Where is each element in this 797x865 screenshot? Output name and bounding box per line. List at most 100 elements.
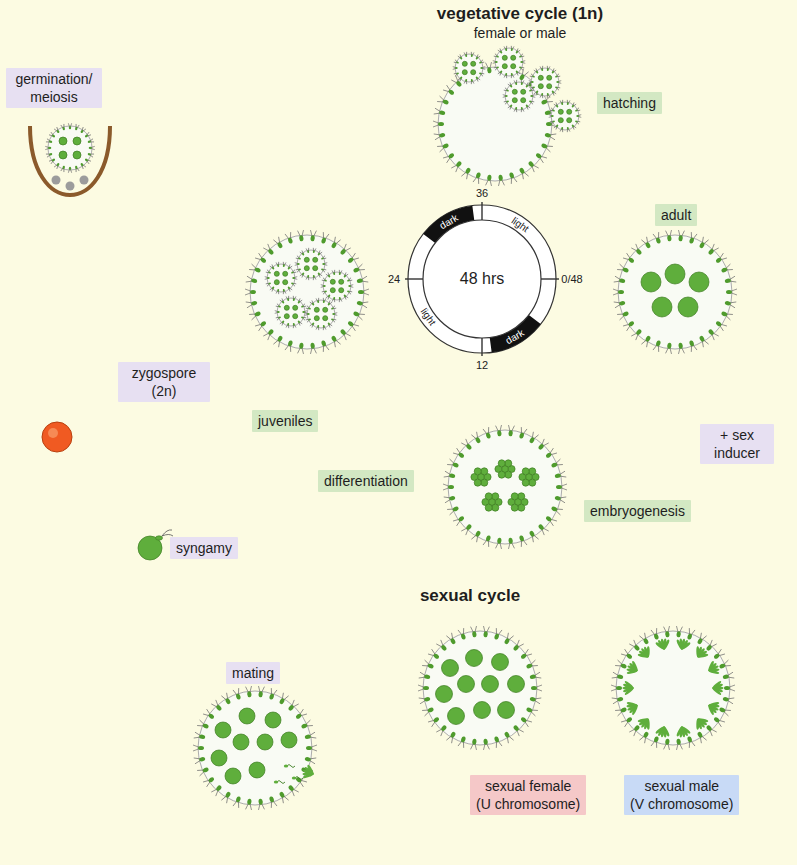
sperm-packet <box>635 644 655 663</box>
somatic-cell <box>320 232 329 244</box>
sperm-packet <box>624 659 642 678</box>
fertilized-egg <box>138 536 162 560</box>
somatic-cell-body <box>500 70 503 73</box>
sperm-flagella <box>162 530 173 536</box>
somatic-cell <box>343 272 348 278</box>
somatic-cell-body <box>655 237 661 244</box>
stage-illustration <box>615 630 731 746</box>
somatic-cell <box>507 425 514 437</box>
sperm-cell <box>647 646 650 657</box>
clock-ring <box>408 205 556 353</box>
somatic-cell <box>266 270 272 275</box>
somatic-cell <box>554 471 566 479</box>
somatic-cell <box>339 328 351 340</box>
somatic-cell <box>508 82 513 88</box>
somatic-cell <box>453 515 465 526</box>
somatic-cell <box>306 275 310 280</box>
meiotic-product <box>66 182 75 191</box>
somatic-cell-body <box>452 506 459 512</box>
somatic-cell-body <box>310 235 315 241</box>
somatic-cell-body <box>438 122 444 126</box>
embryo-cell <box>529 479 536 486</box>
somatic-cell-body <box>465 443 472 450</box>
somatic-cell <box>61 124 66 131</box>
somatic-cell-body <box>442 99 449 105</box>
stage-label: sexual female(U chromosome) <box>470 775 586 815</box>
somatic-cell-body <box>510 84 513 87</box>
somatic-cell-body <box>317 272 320 275</box>
somatic-cell-body <box>450 731 457 738</box>
somatic-cell-body <box>541 143 548 149</box>
somatic-cell-body <box>635 328 642 335</box>
stage-illustration <box>437 66 553 182</box>
somatic-cell <box>317 272 322 278</box>
embryo-cell <box>511 504 518 511</box>
somatic-cell <box>482 738 489 750</box>
somatic-cell-body <box>521 107 523 110</box>
zygospore-wall <box>42 422 72 452</box>
somatic-cell-body <box>89 147 92 149</box>
juvenile-gonidium <box>567 118 572 123</box>
somatic-cell <box>80 162 86 169</box>
vegetative-arrow <box>570 354 663 457</box>
somatic-cell-body <box>324 279 327 282</box>
somatic-cell <box>309 230 316 242</box>
somatic-cell <box>433 121 444 127</box>
somatic-cell-body <box>277 311 280 313</box>
somatic-cell-body <box>317 325 319 328</box>
somatic-cell-body <box>215 704 222 711</box>
somatic-cell-body <box>433 653 440 660</box>
stage-name: zygospore (2n) <box>124 364 204 400</box>
somatic-cell-body <box>225 791 232 798</box>
somatic-cell-body <box>288 784 295 791</box>
somatic-cell-body <box>202 767 209 773</box>
somatic-cell <box>519 649 531 660</box>
somatic-cell-body <box>575 120 578 123</box>
somatic-cell-body <box>268 282 271 285</box>
somatic-cell-body <box>561 127 563 130</box>
somatic-cell-body <box>317 300 319 303</box>
somatic-cell-body <box>515 70 518 73</box>
somatic-cell-body <box>687 736 693 743</box>
somatic-cell <box>530 74 536 79</box>
somatic-cell <box>458 628 467 640</box>
somatic-cell <box>529 672 541 680</box>
somatic-cell-body <box>519 74 526 81</box>
sperm-head <box>292 777 296 780</box>
somatic-cell <box>87 152 94 157</box>
somatic-cell-body <box>282 300 285 303</box>
somatic-cell-body <box>556 81 559 83</box>
somatic-cell-body <box>62 165 65 169</box>
somatic-cell <box>497 174 504 186</box>
somatic-cell <box>528 530 539 543</box>
somatic-cell <box>447 459 459 469</box>
somatic-cell <box>514 107 518 112</box>
somatic-cell <box>285 232 294 244</box>
somatic-cell <box>551 68 556 74</box>
somatic-cell-body <box>465 54 467 57</box>
somatic-cell <box>560 100 564 105</box>
somatic-cell <box>458 736 467 748</box>
somatic-cell <box>529 100 535 105</box>
somatic-cell <box>46 139 53 144</box>
somatic-cell-body <box>62 127 65 131</box>
somatic-cell-body <box>618 290 624 294</box>
somatic-cell-body <box>277 289 279 292</box>
somatic-cell <box>718 706 730 716</box>
sexual-cycle-arrow <box>302 657 421 698</box>
somatic-cell <box>286 323 290 328</box>
juvenile-gonidium <box>521 98 526 103</box>
somatic-cell <box>621 716 633 727</box>
somatic-cell <box>80 127 86 134</box>
somatic-cell <box>444 495 456 503</box>
somatic-cell-body <box>619 278 626 283</box>
sperm-cell <box>697 653 708 658</box>
somatic-cell-body <box>519 535 525 542</box>
somatic-cell <box>653 340 662 352</box>
somatic-cell <box>194 756 206 764</box>
somatic-cell-body <box>567 127 569 130</box>
somatic-cell-body <box>287 298 289 301</box>
somatic-cell-body <box>328 294 331 297</box>
